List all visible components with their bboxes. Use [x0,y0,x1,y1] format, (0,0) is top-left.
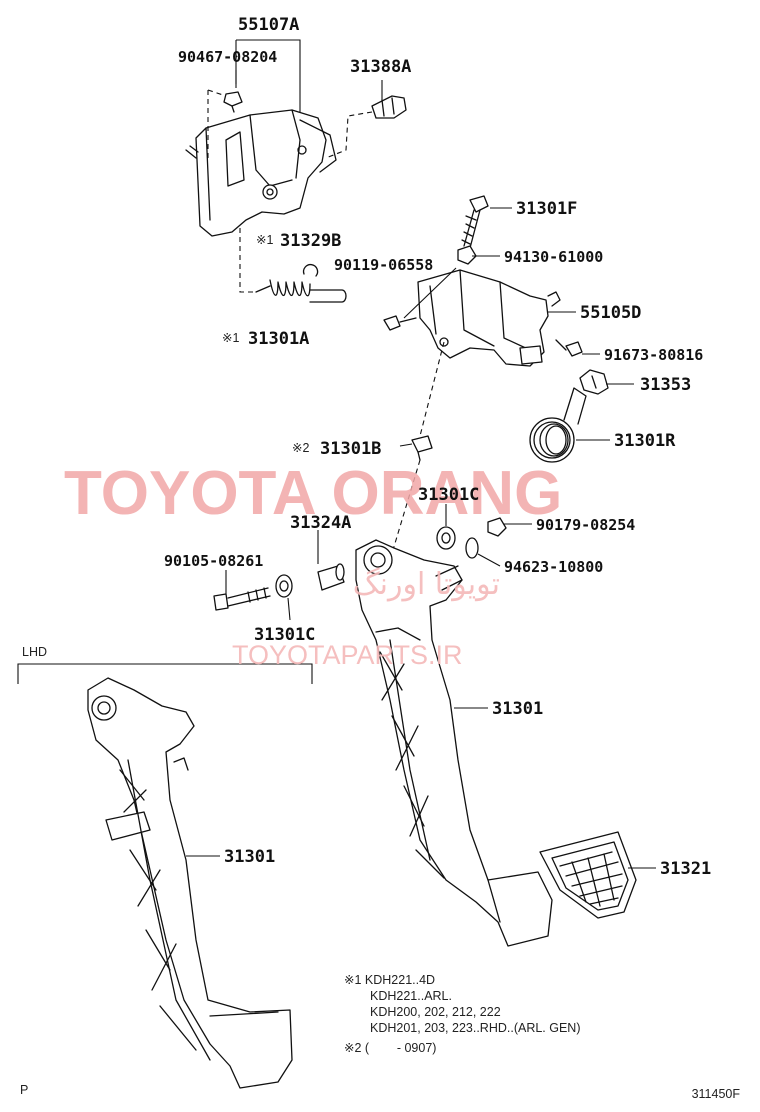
label-31329b: 31329B [280,231,341,251]
label-94130-61000: 94130-61000 [504,248,603,266]
label-90467-08204: 90467-08204 [178,48,277,66]
label-31301-lhd: 31301 [224,847,275,867]
bracket-55107a-drawing [185,109,337,237]
label-31321: 31321 [660,859,711,879]
note-4: KDH201, 203, 223..RHD..(ARL. GEN) [370,1021,581,1035]
nut-90179-drawing [487,517,507,537]
clip-31329b-drawing [302,263,319,277]
footer: P 311450F [20,1083,740,1101]
label-31353: 31353 [640,375,691,395]
label-31301c-low: 31301C [254,625,315,645]
label-31301b: 31301B [320,439,381,459]
note-5: ※2 ( - 0907) [344,1041,436,1055]
label-90119-06558: 90119-06558 [334,256,433,274]
watermark-arabic: تويوتا اورنگ [353,567,500,602]
collar-31324a-drawing [317,563,345,591]
spring-31301r-drawing [529,387,587,463]
watermark: TOYOTA ORANG تويوتا اورنگ TOYOTAPARTS.IR [64,459,562,670]
label-94623-10800: 94623-10800 [504,558,603,576]
bolt-31301f-drawing [457,195,489,265]
label-31301-main: 31301 [492,699,543,719]
label-31301a: 31301A [248,329,309,349]
clip-31353-drawing [579,369,609,395]
watermark-site: TOYOTAPARTS.IR [232,640,463,670]
mark-31301a: ※1 [222,331,239,345]
switch-31388a-drawing [325,95,407,159]
applicability-notes: ※1 KDH221..4D KDH221..ARL. KDH200, 202, … [344,973,581,1055]
label-31301r: 31301R [614,431,676,451]
bolt-90467-drawing [207,89,243,160]
label-90105-08261: 90105-08261 [164,552,263,570]
brake-pedal-31301-drawing [355,539,553,947]
label-55105d: 55105D [580,303,641,323]
section-lhd: LHD [22,645,47,659]
mark-31301b: ※2 [292,441,309,455]
washer-94623-drawing [465,537,479,559]
spring-31301a-drawing [239,228,347,303]
label-31301c-top: 31301C [418,485,479,505]
bolt-90105-drawing [213,587,271,611]
lhd-pedal-31301-drawing [87,677,293,1089]
mark-31329b: ※1 [256,233,273,247]
label-31324a: 31324A [290,513,351,533]
label-31388a: 31388A [350,57,411,77]
label-90179-08254: 90179-08254 [536,516,635,534]
lhd-bracket-line [17,663,313,684]
watermark-main: TOYOTA ORANG [64,459,562,528]
bushing-31301c-low-drawing [275,574,293,598]
label-31301f: 31301F [516,199,577,219]
note-2: KDH221..ARL. [370,989,452,1003]
bracket-55105d-drawing [383,269,583,367]
pin-31301b-drawing [411,435,433,461]
bushing-31301c-top-drawing [436,526,456,550]
note-1: ※1 KDH221..4D [344,973,435,987]
pedal-pad-31321-drawing [539,831,637,919]
label-55107a: 55107A [238,15,299,35]
illustration-code: 311450F [692,1087,741,1101]
leader-lines [186,39,656,869]
part-labels: 55107A 90467-08204 31388A 31301F ※1 3132… [22,15,711,879]
note-3: KDH200, 202, 212, 222 [370,1005,501,1019]
footer-left: P [20,1083,28,1097]
label-91673-80816: 91673-80816 [604,346,703,364]
